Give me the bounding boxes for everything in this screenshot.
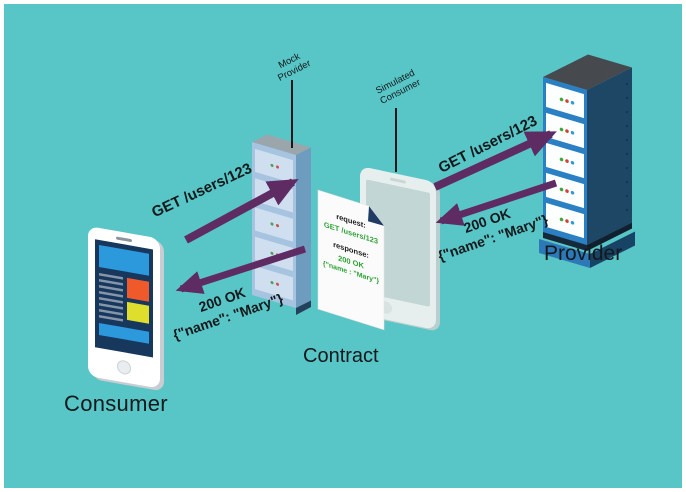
contract-document-icon xyxy=(317,189,385,331)
provider-server-icon xyxy=(539,54,635,268)
provider-label: Provider xyxy=(544,242,623,265)
mock-provider-server-icon xyxy=(252,134,311,315)
response-arrow-provider-to-simulated xyxy=(435,179,558,226)
contract-label: Contract xyxy=(303,345,379,367)
request-arrow-consumer-to-mock xyxy=(184,178,299,244)
consumer-phone-icon xyxy=(88,227,164,391)
consumer-label: Consumer xyxy=(64,391,168,416)
response-arrow-mock-to-consumer xyxy=(175,245,307,294)
request-arrow-simulated-to-provider xyxy=(433,130,557,191)
contract-content: request: GET /users/123 response: 200 OK… xyxy=(318,190,384,330)
